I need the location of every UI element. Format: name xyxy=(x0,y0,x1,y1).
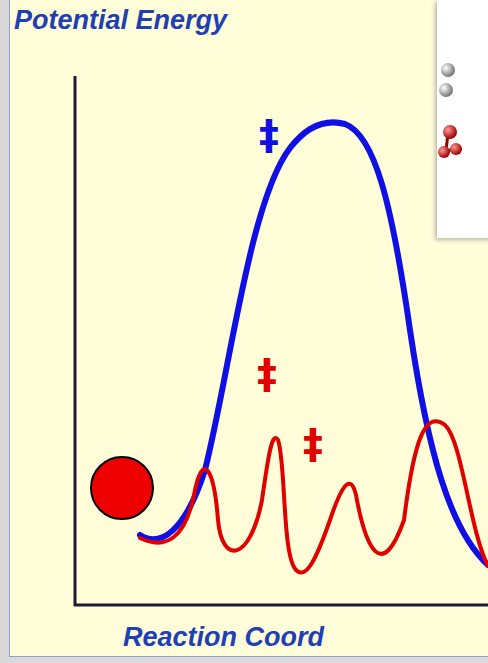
slide-panel xyxy=(9,0,488,657)
axis-title: Potential Energy xyxy=(14,7,227,34)
catalysed-curve xyxy=(140,421,488,572)
transition-state-mark: ‡ xyxy=(303,424,323,464)
transition-state-mark: ‡ xyxy=(259,115,279,155)
reactant-ball xyxy=(91,457,153,519)
transition-state-mark: ‡ xyxy=(257,354,277,394)
molecule-icons xyxy=(438,63,462,158)
x-axis xyxy=(74,604,488,607)
inset-box xyxy=(437,0,488,238)
y-axis xyxy=(74,76,77,606)
axis-title: Reaction Coord xyxy=(123,624,324,651)
